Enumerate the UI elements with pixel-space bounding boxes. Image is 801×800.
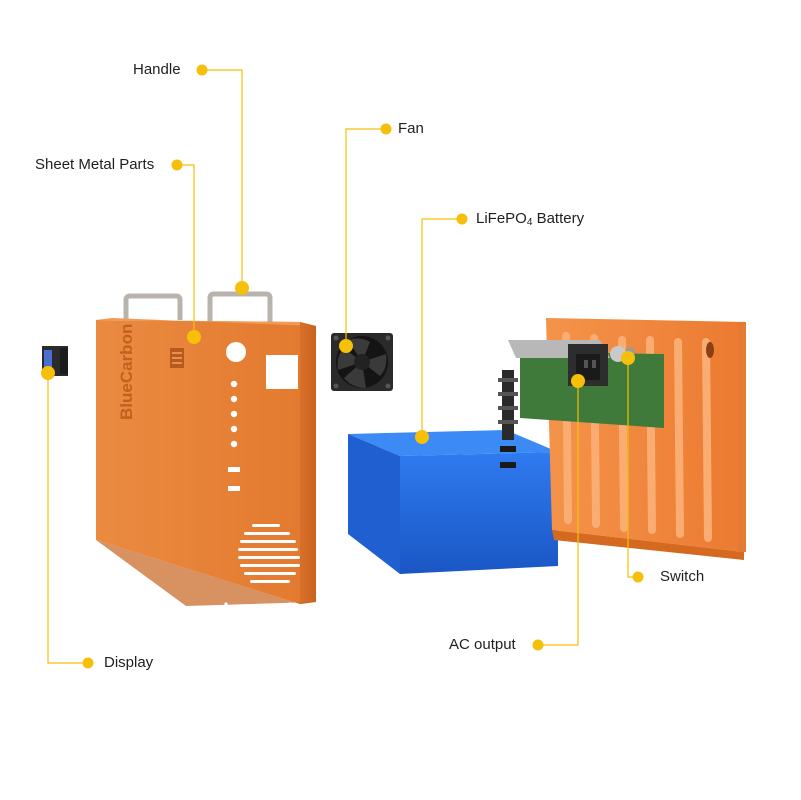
- handle-target-dot: [235, 281, 249, 295]
- terminal-stack: [498, 370, 518, 440]
- battery-label-dot: [456, 213, 468, 225]
- switch-target-dot: [621, 351, 635, 365]
- sheet-metal-label: Sheet Metal Parts: [35, 156, 155, 173]
- fan-label-dot: [380, 123, 392, 135]
- handle-label-dot: [196, 64, 208, 76]
- battery-label: LiFePO4 Battery: [476, 210, 584, 232]
- switch-label-dot: [632, 571, 644, 583]
- lifepo4-battery: [348, 430, 558, 574]
- ac-output-label: AC output: [449, 636, 516, 653]
- switch-label: Switch: [660, 568, 705, 585]
- handle-label: Handle: [133, 61, 181, 78]
- ac-output-target-dot: [571, 374, 585, 388]
- battery-label-sub: 4: [526, 217, 533, 228]
- display-target-dot: [41, 366, 55, 380]
- sheet-metal-target-dot: [187, 330, 201, 344]
- battery-target-dot: [415, 430, 429, 444]
- ac-output-label-dot: [532, 639, 544, 651]
- sheet-metal-case: BlueCarbon: [96, 318, 316, 606]
- display-label-dot: [82, 657, 94, 669]
- display-label: Display: [104, 654, 154, 671]
- callout-dots: [41, 64, 644, 669]
- fan-target-dot: [339, 339, 353, 353]
- fan: [331, 333, 393, 391]
- sheet-metal-label-dot: [171, 159, 183, 171]
- battery-label-main: LiFePO: [476, 210, 527, 227]
- handle-left: [123, 293, 183, 320]
- handle-right: [207, 291, 273, 322]
- brand-logo: BlueCarbon: [117, 324, 136, 420]
- fan-label: Fan: [398, 120, 424, 137]
- battery-label-tail: Battery: [532, 210, 585, 227]
